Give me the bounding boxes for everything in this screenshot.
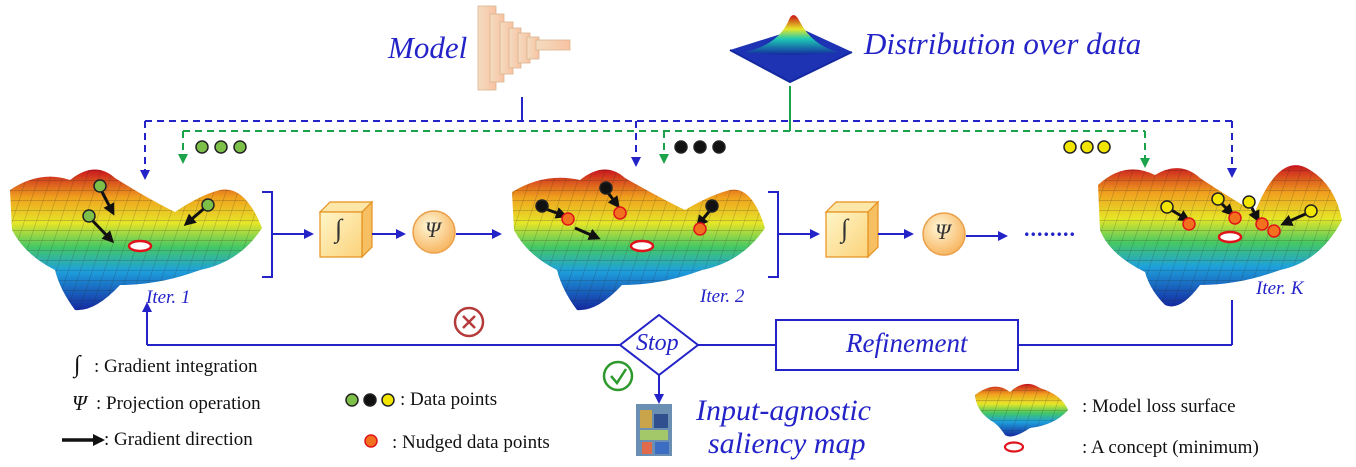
integral-symbol-1: ∫ (335, 214, 343, 243)
output-label-line1: Input-agnostic (696, 394, 871, 427)
iter-1-label: Iter. 1 (146, 287, 191, 308)
data-points-green (195, 140, 247, 154)
x-circle-icon (453, 306, 485, 338)
legend-nudged-text: : Nudged data points (392, 432, 550, 453)
legend-data-points (345, 393, 395, 407)
concept-minimum (1217, 230, 1243, 244)
legend-nudged-point (364, 434, 378, 448)
legend-integral-text: : Gradient integration (94, 356, 258, 377)
legend-loss-surface-icon (975, 383, 1068, 437)
iter-k-label: Iter. K (1256, 278, 1304, 299)
model-label: Model (388, 30, 468, 65)
output-label-line2: saliency map (708, 427, 866, 460)
distribution-icon (729, 15, 853, 84)
integration-cube-1 (318, 200, 374, 259)
legend-arrow-text: : Gradient direction (104, 429, 253, 450)
model-connectors (140, 97, 1237, 180)
data-points-yellow (1063, 140, 1111, 154)
concept-minimum (127, 239, 153, 253)
legend-psi-text: : Projection operation (96, 393, 261, 414)
loss-surface-iter-1 (10, 169, 262, 311)
distribution-connectors (178, 86, 1150, 168)
psi-symbol-2: Ψ (935, 219, 951, 244)
refinement-box (775, 319, 1019, 371)
legend-integral-symbol: ∫ (74, 352, 81, 378)
loss-surface-iter-2 (512, 169, 765, 311)
check-circle-icon (602, 360, 634, 392)
legend-psi-symbol: Ψ (72, 391, 87, 415)
model-icon (477, 5, 571, 91)
stop-label: Stop (636, 330, 679, 356)
legend-loss-surface-text: : Model loss surface (1082, 396, 1236, 417)
integration-cube-2 (824, 200, 880, 259)
integral-symbol-2: ∫ (841, 214, 849, 243)
loss-surface-iter-k (1098, 165, 1342, 307)
ellipsis: ........ (1024, 216, 1076, 241)
concept-minimum (629, 239, 655, 253)
legend-data-points-text: : Data points (400, 389, 498, 410)
iter-2-label: Iter. 2 (700, 286, 745, 307)
distribution-label: Distribution over data (864, 26, 1142, 61)
psi-symbol-1: Ψ (425, 217, 441, 242)
refinement-label: Refinement (846, 328, 968, 358)
bracket-2 (768, 191, 820, 278)
feedback-loop (142, 300, 1233, 404)
data-points-black (674, 140, 726, 154)
projection-circle-1 (412, 210, 456, 254)
legend-concept-text: : A concept (minimum) (1082, 437, 1259, 458)
legend-concept-icon (1003, 441, 1025, 453)
projection-circle-2 (922, 212, 966, 256)
saliency-map-thumbnail (636, 404, 672, 456)
stop-diamond (618, 313, 700, 377)
bracket-1 (262, 191, 314, 278)
